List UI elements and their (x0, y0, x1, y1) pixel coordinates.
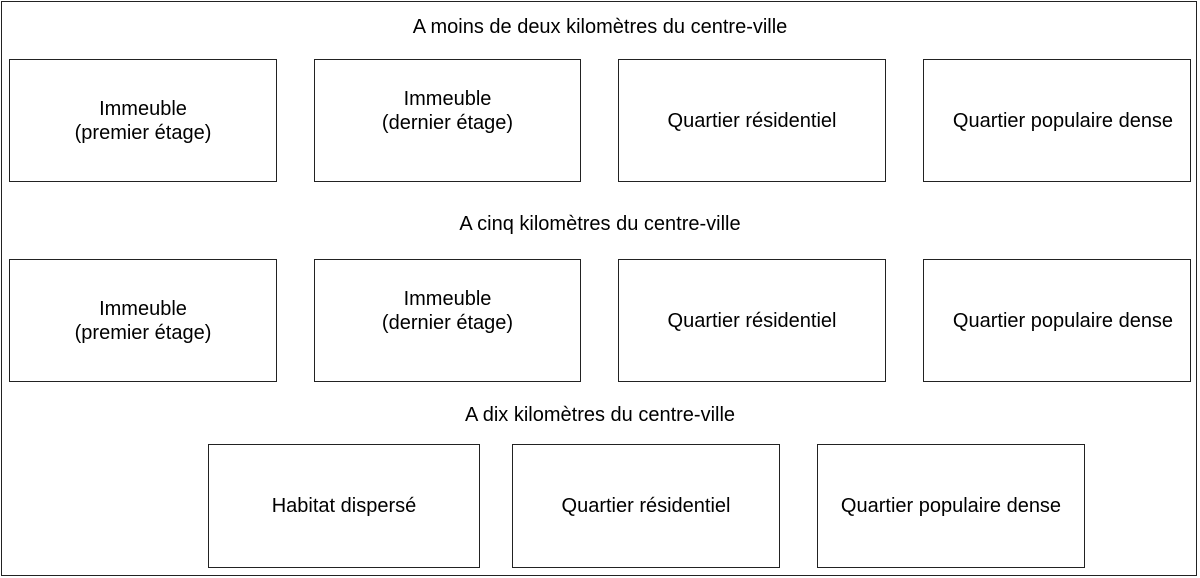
box-label-line1: Immeuble (99, 97, 187, 120)
box-label: Quartier résidentiel (667, 309, 837, 332)
box-quartier-residentiel: Quartier résidentiel (618, 59, 886, 182)
box-immeuble-premier-etage: Immeuble (premier étage) (9, 259, 277, 382)
box-label-line2: (dernier étage) (381, 311, 514, 334)
row-heading-ten-km: A dix kilomètres du centre-ville (464, 404, 736, 426)
box-label-line2: (premier étage) (74, 321, 212, 344)
box-label: Quartier résidentiel (561, 495, 731, 517)
row-heading-five-km: A cinq kilomètres du centre-ville (459, 213, 741, 235)
row-heading-near: A moins de deux kilomètres du centre-vil… (412, 16, 788, 38)
box-quartier-populaire-dense: Quartier populaire dense (817, 444, 1085, 568)
box-label: Habitat dispersé (271, 495, 417, 517)
box-immeuble-dernier-etage: Immeuble (dernier étage) (314, 259, 581, 382)
box-immeuble-premier-etage: Immeuble (premier étage) (9, 59, 277, 182)
box-label-line1: Immeuble (403, 287, 492, 310)
box-habitat-disperse: Habitat dispersé (208, 444, 480, 568)
box-label-line2: (premier étage) (74, 121, 212, 144)
box-label-line2: (dernier étage) (381, 111, 514, 134)
box-label: Quartier résidentiel (667, 109, 837, 132)
box-label: Quartier populaire dense (952, 309, 1174, 332)
box-label-line1: Immeuble (99, 297, 187, 320)
box-label-line1: Immeuble (403, 87, 492, 110)
box-quartier-residentiel: Quartier résidentiel (512, 444, 780, 568)
box-label: Quartier populaire dense (952, 109, 1174, 132)
box-quartier-residentiel: Quartier résidentiel (618, 259, 886, 382)
box-immeuble-dernier-etage: Immeuble (dernier étage) (314, 59, 581, 182)
box-quartier-populaire-dense: Quartier populaire dense (923, 59, 1191, 182)
box-label: Quartier populaire dense (840, 495, 1062, 517)
box-quartier-populaire-dense: Quartier populaire dense (923, 259, 1191, 382)
